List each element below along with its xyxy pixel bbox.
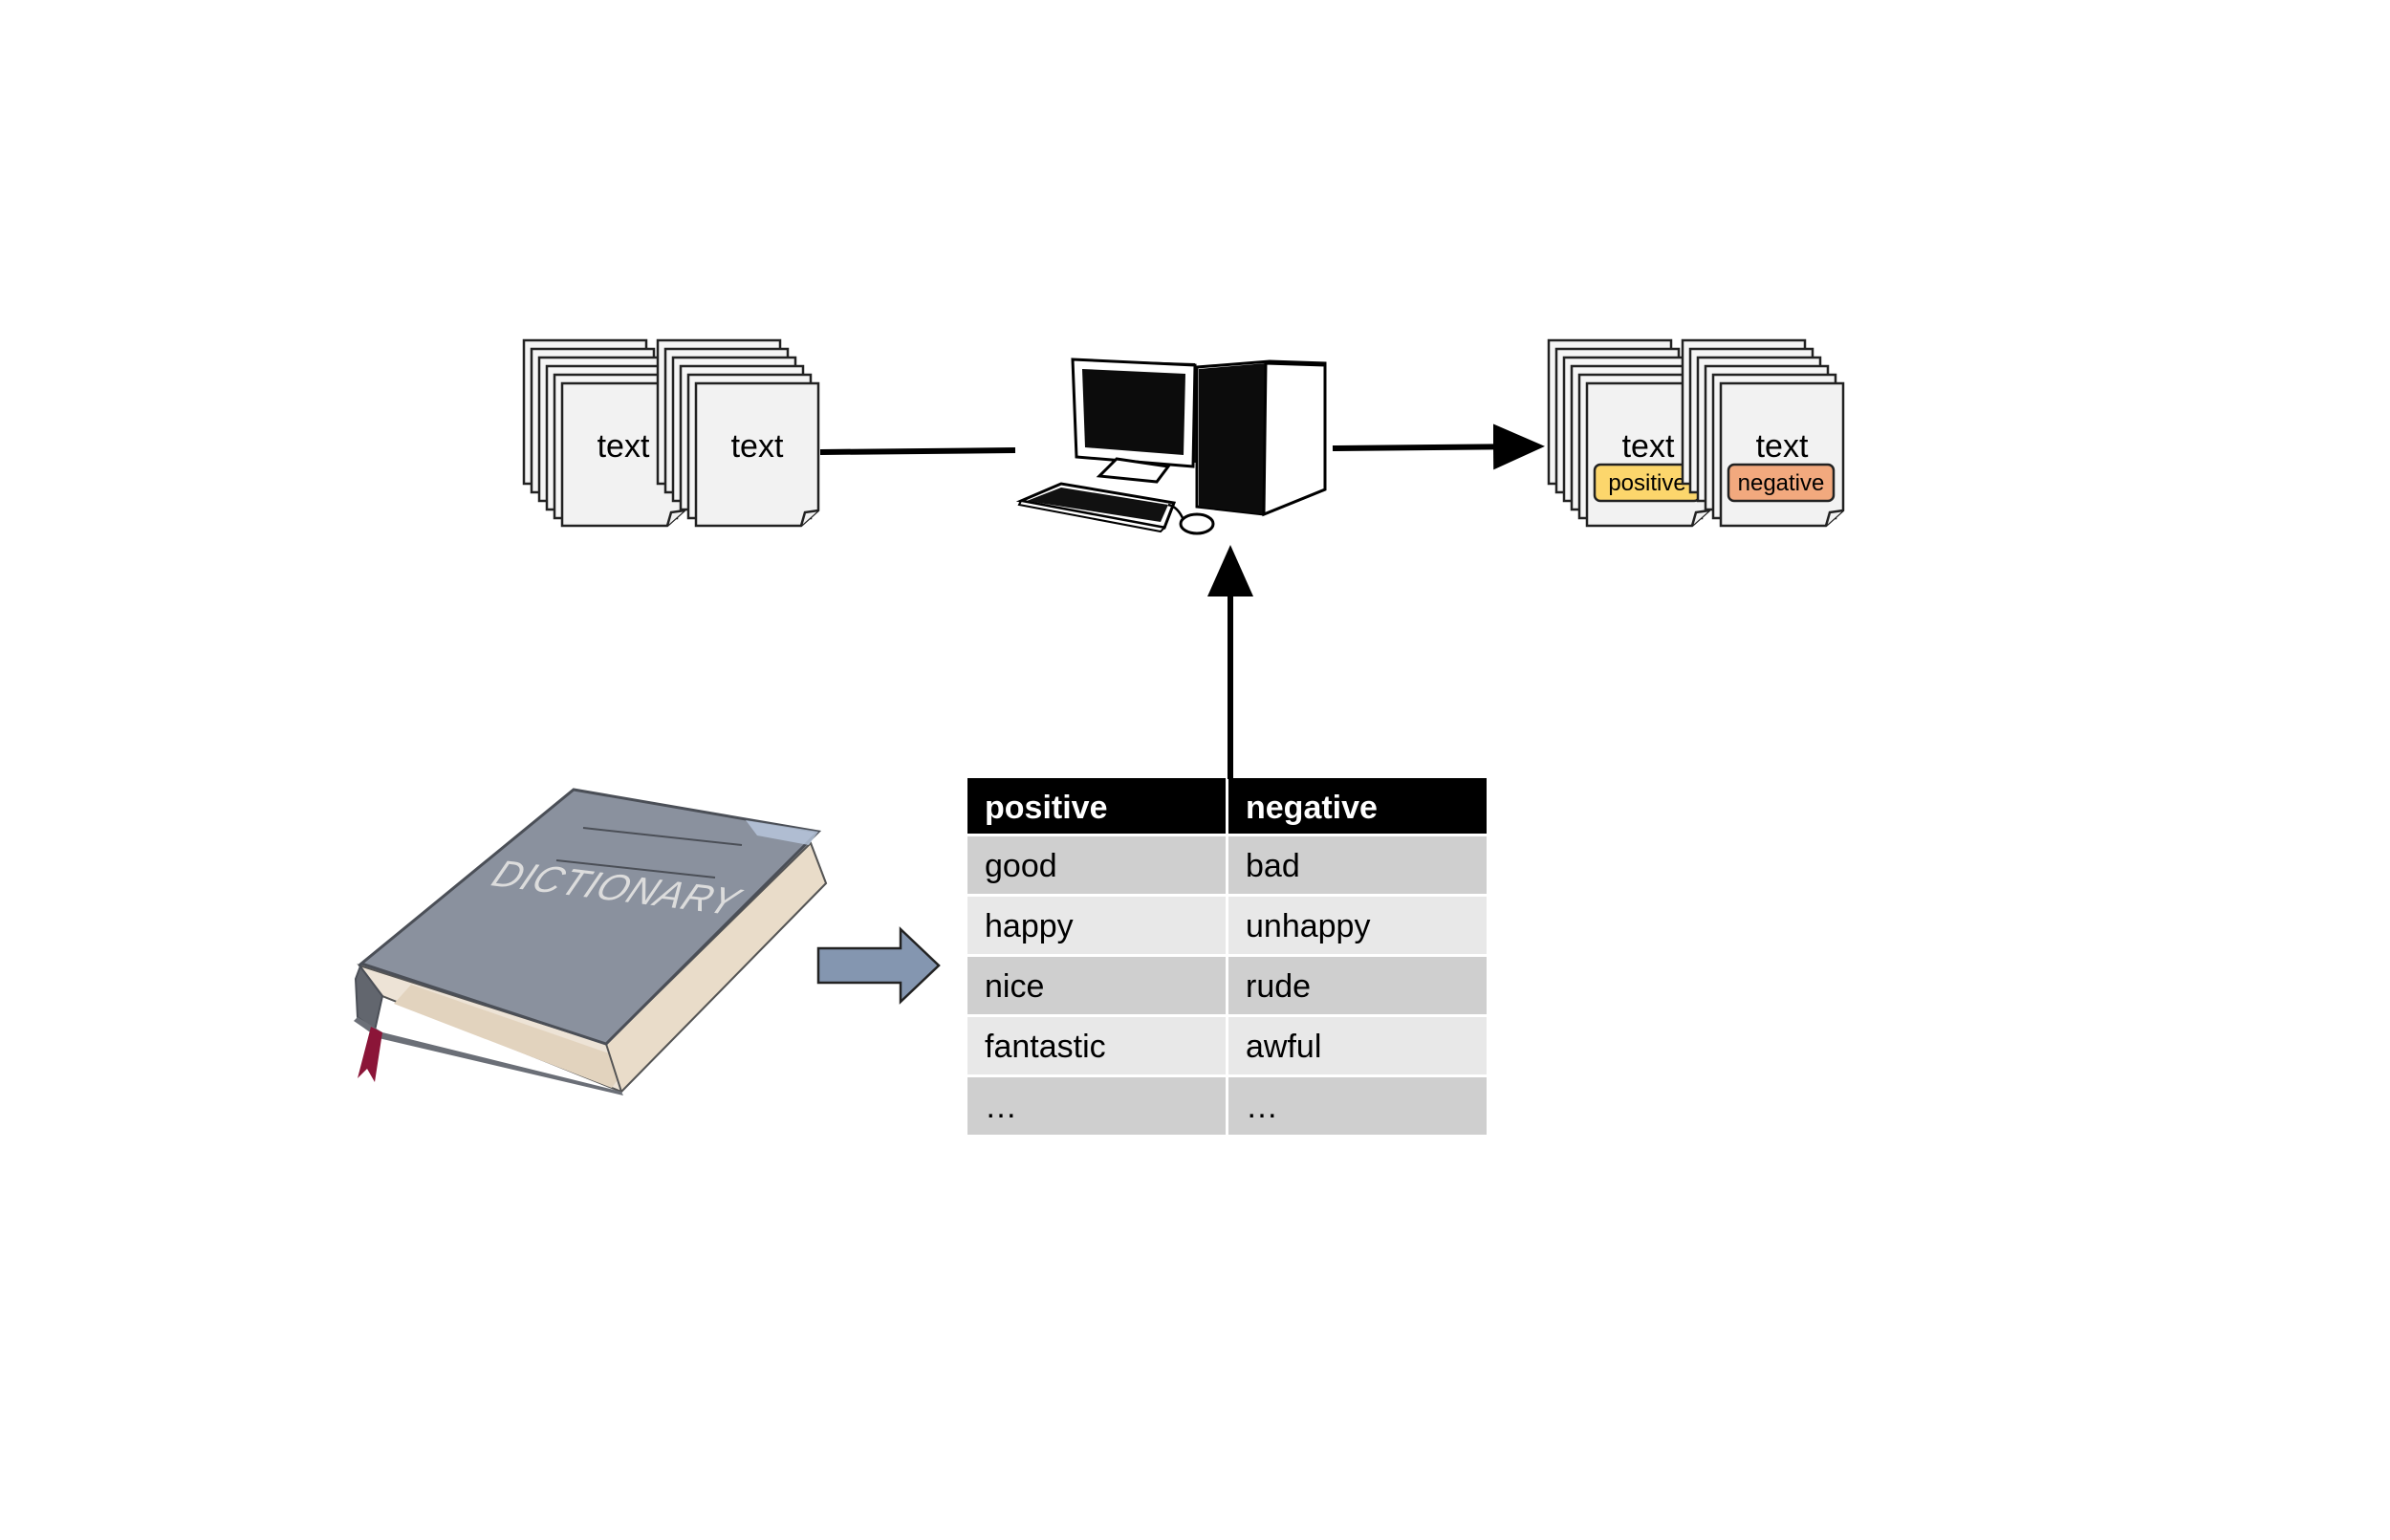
output-doc-stack-2: text negative [1681,338,1845,528]
table-cell [967,1077,1226,1135]
positive-badge-label: positive [1608,470,1685,496]
table-cell-text: … [985,1089,1017,1125]
bookmark-ribbon [358,1027,382,1082]
table-cell-text: … [1246,1089,1278,1125]
table-cell [1228,836,1487,894]
table-cell-text: fantastic [985,1029,1106,1065]
table-cell [967,1017,1226,1074]
table-header-cell [967,778,1226,834]
lexicon-table: positive negative good bad happy unhappy nice r… [967,778,1487,1135]
output-doc-1-label: text [1622,428,1675,465]
input-doc-1-label: text [598,428,650,465]
table-cell [967,957,1226,1014]
input-doc-stack-1: text [522,338,686,528]
input-document-stacks: text text [522,338,820,528]
table-cell-text: rude [1246,968,1311,1005]
book-icon: DICTIONARY [354,788,828,1095]
table-cell-text: happy [985,908,1074,944]
table-header-negative: negative [1246,790,1378,826]
table-cell [1228,1077,1487,1135]
desktop-computer-icon [1015,358,1327,535]
table-header-positive: positive [985,790,1107,826]
negative-badge [1727,463,1836,503]
negative-badge-label: negative [1738,470,1825,496]
computer-mouse [1179,512,1215,535]
table-cell [1228,957,1487,1014]
table-header-cell [1228,778,1487,834]
output-doc-stack-1: text positive [1547,338,1711,528]
table-cell-text: bad [1246,848,1300,884]
output-document-stacks: text positive text negative [1547,338,1845,528]
table-cell [967,836,1226,894]
computer-to-output-arrow [1332,423,1545,470]
table-cell [967,897,1226,954]
table-cell [1228,1017,1487,1074]
table-cell-text: good [985,848,1057,884]
output-doc-2-label: text [1756,428,1809,465]
input-doc-stack-2: text [656,338,820,528]
input-to-computer-line [819,447,1016,455]
dictionary-to-lexicon-block-arrow [816,926,941,1005]
table-cell-text: unhappy [1246,908,1370,944]
table-cell-text: nice [985,968,1044,1005]
input-doc-2-label: text [731,428,784,465]
table-cell [1228,897,1487,954]
table-cell-text: awful [1246,1029,1321,1065]
